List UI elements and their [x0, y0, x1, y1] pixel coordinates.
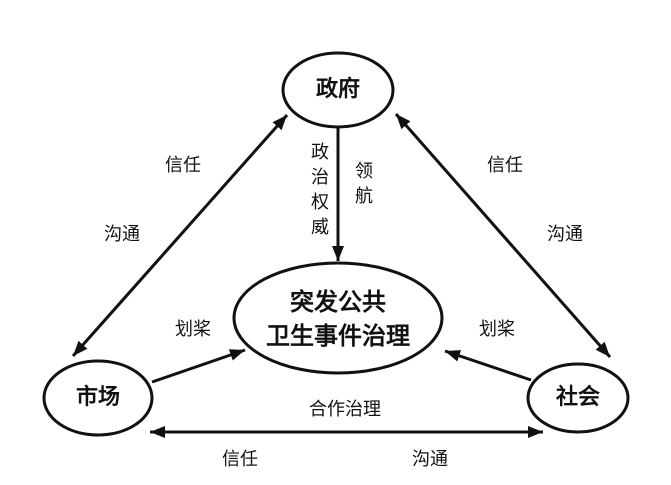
gov-market-communication-label: 沟通	[104, 224, 140, 245]
market-society-cooperation-label: 合作治理	[309, 399, 381, 420]
society-center-rowing-label: 划桨	[479, 319, 515, 340]
market-label: 市场	[75, 385, 121, 410]
gov-market-arrow	[71, 114, 289, 357]
center-label-line1: 突发公共	[290, 288, 386, 316]
market-center-arrow	[151, 348, 246, 384]
gov-center-authority-label: 政治权威	[308, 142, 329, 242]
market-center-rowing-label: 划桨	[175, 319, 211, 340]
gov-market-trust-label: 信任	[165, 155, 201, 176]
gov-society-trust-label: 信任	[487, 155, 523, 176]
gov-society-communication-label: 沟通	[547, 224, 583, 245]
market-society-trust-label: 信任	[222, 449, 258, 470]
society-center-arrow	[444, 349, 532, 382]
gov-society-arrow	[394, 113, 612, 358]
government-node	[281, 51, 395, 129]
center-label-line2: 卫生事件治理	[266, 322, 410, 350]
market-node	[42, 359, 154, 437]
society-label: 社会	[555, 385, 601, 410]
society-node	[526, 362, 630, 434]
center-node	[232, 261, 444, 375]
government-label: 政府	[315, 77, 361, 102]
gov-center-navigate-label: 领航	[352, 161, 373, 211]
market-society-communication-label: 沟通	[412, 449, 448, 470]
